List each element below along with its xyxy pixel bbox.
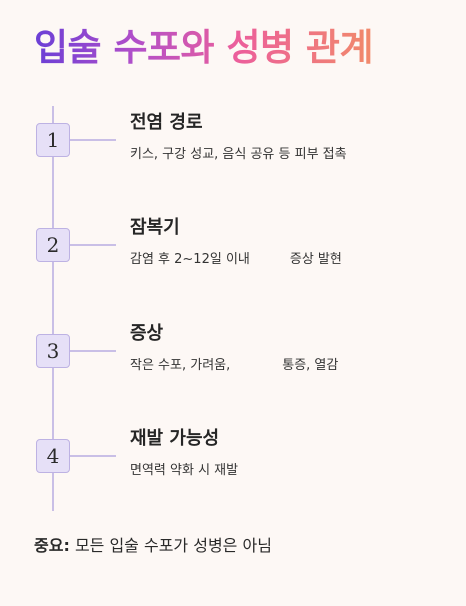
- step-connector-line: [70, 350, 116, 352]
- step-connector-line: [70, 455, 116, 457]
- timeline-step-1: 1 전염 경로 키스, 구강 성교, 음식 공유 등 피부 접촉: [0, 112, 466, 203]
- step-title: 전염 경로: [130, 112, 203, 133]
- step-description-part: 감염 후 2~12일 이내: [130, 252, 250, 267]
- step-description: 감염 후 2~12일 이내 증상 발현: [130, 250, 342, 270]
- step-number-badge: 4: [36, 439, 70, 473]
- timeline-vertical-line: [52, 106, 54, 511]
- step-description-part: 증상 발현: [289, 252, 342, 267]
- step-connector-line: [70, 244, 116, 246]
- timeline-step-4: 4 재발 가능성 면역력 약화 시 재발: [0, 428, 466, 519]
- step-description: 작은 수포, 가려움, 통증, 열감: [130, 356, 338, 376]
- step-number-badge: 2: [36, 228, 70, 262]
- step-description: 면역력 약화 시 재발: [130, 463, 239, 478]
- step-description-part: 작은 수포, 가려움,: [130, 358, 231, 373]
- important-note-text: 모든 입술 수포가 성병은 아님: [74, 536, 272, 555]
- step-description-part: 통증, 열감: [282, 358, 339, 373]
- step-title: 잠복기: [130, 217, 180, 238]
- step-connector-line: [70, 139, 116, 141]
- page-title: 입술 수포와 성병 관계: [34, 24, 374, 72]
- important-note-label: 중요:: [34, 536, 70, 555]
- step-title: 재발 가능성: [130, 428, 220, 449]
- step-number-badge: 1: [36, 123, 70, 157]
- important-note: 중요: 모든 입술 수포가 성병은 아님: [34, 534, 272, 558]
- step-description: 키스, 구강 성교, 음식 공유 등 피부 접촉: [130, 147, 347, 162]
- timeline-step-3: 3 증상 작은 수포, 가려움, 통증, 열감: [0, 323, 466, 414]
- step-title: 증상: [130, 323, 164, 344]
- step-number-badge: 3: [36, 334, 70, 368]
- timeline-step-2: 2 잠복기 감염 후 2~12일 이내 증상 발현: [0, 217, 466, 308]
